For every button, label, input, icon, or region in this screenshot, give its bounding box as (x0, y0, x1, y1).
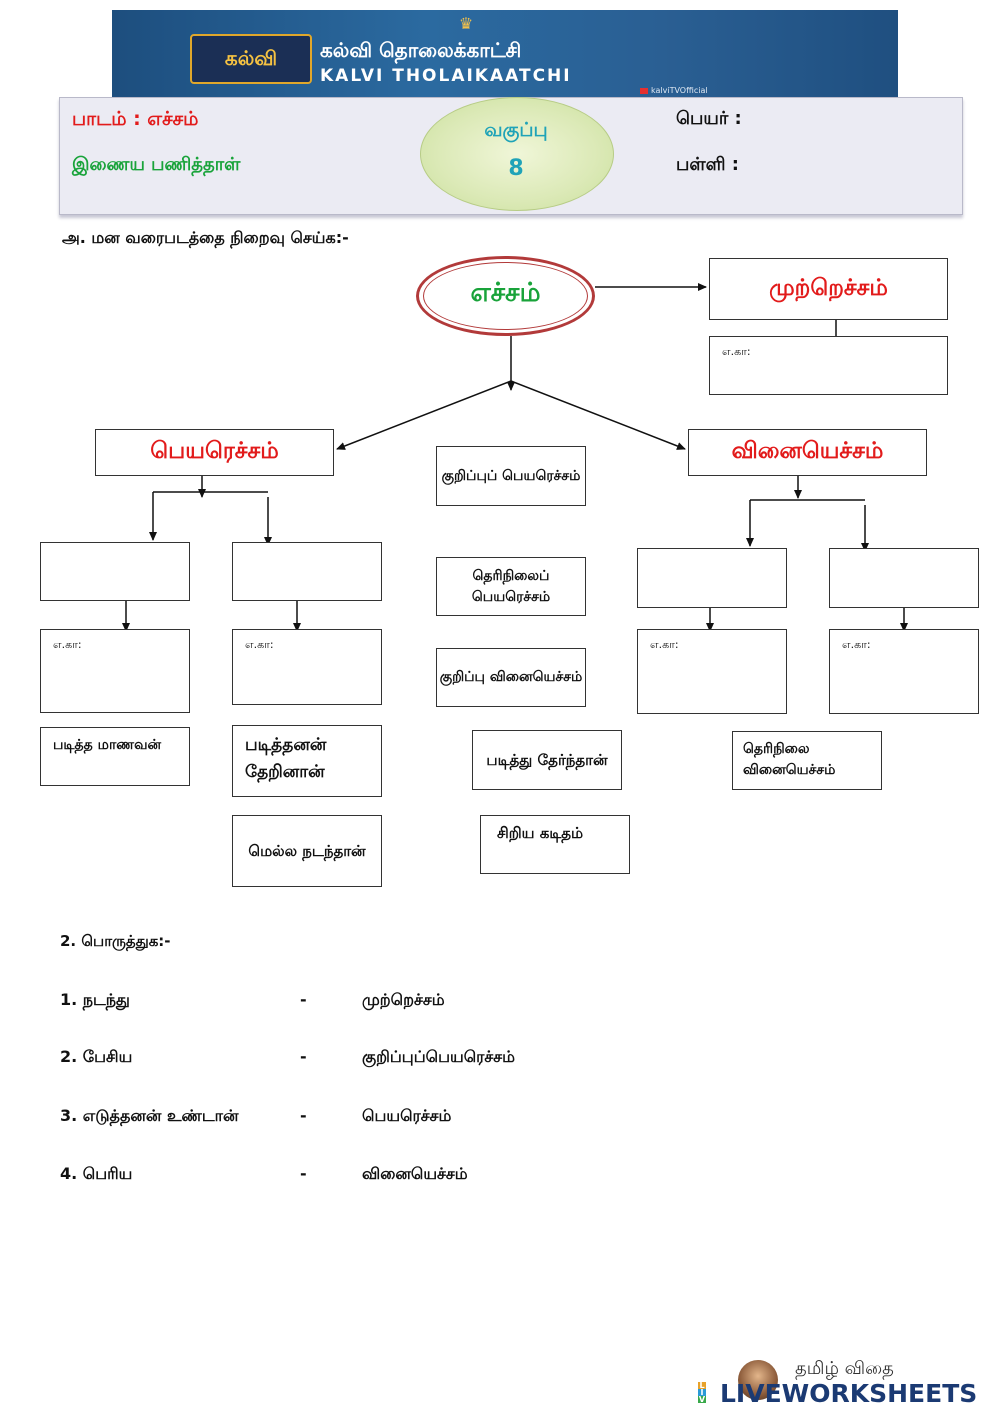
drop-peyarecham-type-1[interactable] (40, 542, 190, 601)
class-number: 8 (508, 156, 524, 181)
bank-item-7[interactable]: மெல்ல நடந்தான் (232, 815, 382, 887)
section1-title: அ. மன வரைபடத்தை நிறைவு செய்க:- (62, 228, 349, 247)
drop-example-3[interactable]: எ.கா: (637, 629, 787, 714)
subject-label: பாடம் : எச்சம் (72, 108, 199, 130)
liveworksheets-badge-icon: L I V (698, 1381, 706, 1404)
school-label: பள்ளி : (676, 154, 739, 175)
youtube-handle: kalviTVOfficial (640, 86, 708, 95)
match-dash-4: - (300, 1164, 307, 1183)
match-left-4[interactable]: 4. பெரிய (60, 1164, 133, 1183)
match-dash-1: - (300, 990, 307, 1009)
avatar (738, 1360, 778, 1400)
banner-title-tamil: கல்வி தொலைக்காட்சி (320, 38, 522, 62)
match-right-1[interactable]: முற்றெச்சம் (362, 990, 445, 1009)
match-right-4[interactable]: வினையெச்சம் (362, 1164, 468, 1183)
bank-item-6[interactable]: தெரிநிலை வினையெச்சம் (732, 731, 882, 790)
name-label: பெயர் : (676, 108, 742, 129)
drop-example-4[interactable]: எ.கா: (829, 629, 979, 714)
footer-brand-tamil: தமிழ் விதை (795, 1358, 894, 1379)
bank-item-4[interactable]: படித்தனன் தேறினான் (232, 725, 382, 797)
kalvi-logo: கல்வி (190, 34, 312, 84)
drop-example-1[interactable]: எ.கா: (40, 629, 190, 713)
bank-item-0[interactable]: குறிப்புப் பெயரெச்சம் (436, 446, 586, 506)
match-left-1[interactable]: 1. நடந்து (60, 990, 130, 1009)
match-left-3[interactable]: 3. எடுத்தனன் உண்டான் (60, 1106, 239, 1125)
node-vinaiyecham: வினையெச்சம் (688, 429, 927, 476)
match-dash-2: - (300, 1047, 307, 1066)
bank-item-8[interactable]: சிறிய கடிதம் (480, 815, 630, 874)
match-left-2[interactable]: 2. பேசிய (60, 1047, 133, 1066)
match-right-3[interactable]: பெயரெச்சம் (362, 1106, 452, 1125)
drop-example-2[interactable]: எ.கா: (232, 629, 382, 705)
banner-title-english: KALVI THOLAIKAATCHI (320, 66, 572, 86)
youtube-icon (640, 87, 648, 94)
match-dash-3: - (300, 1106, 307, 1125)
class-badge (420, 97, 614, 211)
bank-item-5[interactable]: படித்து தேர்ந்தான் (472, 730, 622, 790)
bank-item-3[interactable]: படித்த மாணவன் (40, 727, 190, 786)
bank-item-1[interactable]: தெரிநிலைப் பெயரெச்சம் (436, 557, 586, 616)
class-label: வகுப்பு (484, 119, 548, 141)
drop-muttrecham-example[interactable]: எ.கா: (709, 336, 948, 395)
drop-vinaiyecham-type-1[interactable] (637, 548, 787, 608)
section2-title: 2. பொருத்துக:- (60, 932, 171, 950)
root-label: எச்சம் (470, 278, 541, 308)
node-peyarecham: பெயரெச்சம் (95, 429, 334, 476)
match-right-2[interactable]: குறிப்புப்பெயரெச்சம் (362, 1047, 515, 1066)
worksheet-label: இணைய பணித்தாள் (72, 154, 241, 175)
root-node-inner-ring (423, 262, 588, 330)
drop-vinaiyecham-type-2[interactable] (829, 548, 979, 608)
liveworksheets-logo[interactable]: LIVEWORKSHEETS (720, 1379, 978, 1408)
government-emblem-icon: ♛ (458, 14, 474, 33)
bank-item-2[interactable]: குறிப்பு வினையெச்சம் (436, 648, 586, 707)
node-muttrecham: முற்றெச்சம் (709, 258, 948, 320)
drop-peyarecham-type-2[interactable] (232, 542, 382, 601)
